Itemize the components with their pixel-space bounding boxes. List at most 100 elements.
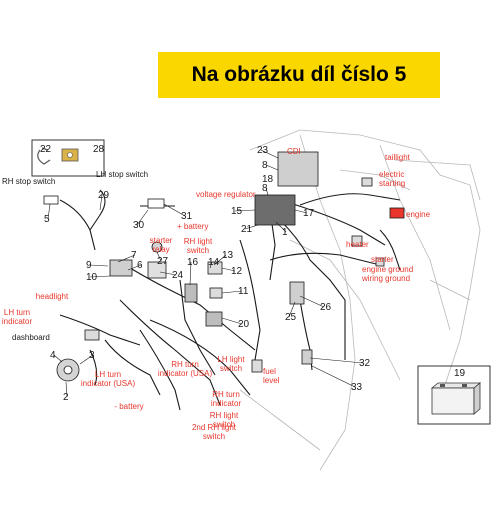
taillight-connector xyxy=(361,177,373,187)
leader-line-3 xyxy=(79,354,94,365)
label-rh-stop-switch: RH stop switch xyxy=(2,177,55,186)
label-voltage-regulator: voltage regulator xyxy=(196,190,256,199)
cdi-unit xyxy=(277,151,319,187)
leader-line-13 xyxy=(213,254,227,266)
leader-line-10 xyxy=(89,275,111,278)
part-number-5: 5 xyxy=(44,214,50,225)
lh-stop-switch-body xyxy=(147,198,165,209)
label-dashboard: dashboard xyxy=(12,333,50,342)
rh-light-switch xyxy=(184,283,198,303)
leader-line-17 xyxy=(294,209,308,214)
label-starter: starter xyxy=(371,255,394,264)
part-number-12: 12 xyxy=(231,266,243,277)
part-number-28: 28 xyxy=(93,144,105,155)
leader-lines xyxy=(47,149,364,398)
heater-connector xyxy=(351,235,363,247)
part-number-23: 23 xyxy=(257,145,269,156)
part-number-10: 10 xyxy=(86,272,98,283)
part-number-9: 9 xyxy=(86,260,92,271)
connector-11 xyxy=(209,287,223,299)
part-number-31: 31 xyxy=(181,211,193,222)
part-number-15: 15 xyxy=(231,206,243,217)
leader-line-33 xyxy=(311,365,356,388)
connector-25 xyxy=(289,281,305,305)
leader-line-24 xyxy=(159,271,177,276)
part-number-4: 4 xyxy=(50,350,56,361)
part-number-8: 8 xyxy=(262,183,268,194)
part-number-27: 27 xyxy=(157,256,169,267)
label-battery: + battery xyxy=(177,222,208,231)
leader-line-1 xyxy=(275,221,287,233)
part-number-14: 14 xyxy=(208,257,220,268)
part-number-3: 3 xyxy=(89,350,95,361)
label-lh-stop-switch: LH stop switch xyxy=(96,170,148,179)
part-number-19: 19 xyxy=(454,368,466,379)
part-number-2: 2 xyxy=(63,392,69,403)
leader-line-32 xyxy=(309,357,364,364)
fuel-level-connector xyxy=(251,359,263,373)
leader-line-16 xyxy=(189,261,192,286)
label-engine: engine xyxy=(406,210,431,219)
wire-clip-icon xyxy=(37,147,51,165)
leader-line-12 xyxy=(221,267,236,272)
horn-center xyxy=(63,365,73,375)
part-number-21: 21 xyxy=(241,224,253,235)
leader-line-15 xyxy=(234,209,256,212)
part-number-6: 6 xyxy=(137,260,143,271)
leader-line-14 xyxy=(209,261,213,269)
battery-icon xyxy=(430,382,482,415)
connector-20 xyxy=(205,311,223,327)
part-number-13: 13 xyxy=(222,250,234,261)
part-number-22: 22 xyxy=(40,144,52,155)
leader-line-9 xyxy=(89,264,109,267)
inset-box-22-28 xyxy=(31,139,105,177)
part-number-8: 8 xyxy=(262,160,268,171)
part-number-24: 24 xyxy=(172,270,184,281)
leader-line-25 xyxy=(288,301,296,318)
part-number-1: 1 xyxy=(282,227,288,238)
connector-32 xyxy=(301,349,313,365)
part-number-20: 20 xyxy=(238,319,250,330)
leader-line-8 xyxy=(265,164,279,171)
components xyxy=(43,151,405,382)
label-heater: heater xyxy=(346,240,369,249)
part-number-18: 18 xyxy=(262,174,274,185)
lh-switch-block xyxy=(109,259,133,277)
dashboard-connector xyxy=(84,329,100,341)
frame-outline xyxy=(239,129,481,471)
part-number-33: 33 xyxy=(351,382,363,393)
part-number-banner: Na obrázku díl číslo 5 xyxy=(158,52,440,98)
part-number-25: 25 xyxy=(285,312,297,323)
wiring-harness xyxy=(59,189,401,411)
part-number-11: 11 xyxy=(238,286,249,297)
leader-line-29 xyxy=(99,194,103,211)
label-taillight: taillight xyxy=(385,153,411,162)
leader-line-30 xyxy=(136,209,149,226)
leader-line-20 xyxy=(221,317,243,325)
clip-nut-icon xyxy=(61,148,79,162)
leader-line-27 xyxy=(156,251,162,262)
rh-stop-switch-body xyxy=(43,195,59,205)
part-number-16: 16 xyxy=(187,257,199,268)
inset-box-19 xyxy=(417,365,491,425)
starter-relay xyxy=(147,261,167,279)
part-number-7: 7 xyxy=(131,250,137,261)
voltage-regulator xyxy=(254,194,296,226)
leader-line-21 xyxy=(244,224,259,230)
part-number-32: 32 xyxy=(359,358,371,369)
leader-line-2 xyxy=(65,381,68,398)
leader-line-5 xyxy=(47,203,51,220)
